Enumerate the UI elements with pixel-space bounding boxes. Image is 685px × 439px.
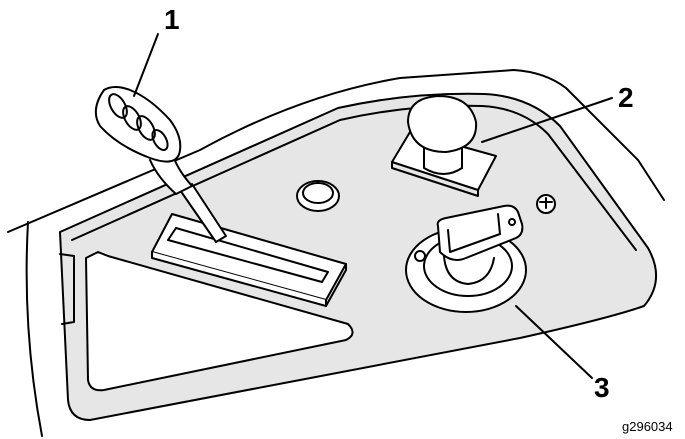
- round-plug: [296, 180, 340, 212]
- callout-3-label: 3: [594, 372, 610, 403]
- choke-knob-base-side: [391, 161, 479, 197]
- round-plug-inner: [302, 182, 334, 204]
- leader-line-3: [515, 305, 593, 379]
- ignition-key-barrel: [443, 255, 495, 285]
- panel-mount-tab: [59, 253, 75, 325]
- throttle-slot: [167, 227, 329, 283]
- callout-2-label: 2: [618, 82, 634, 113]
- ignition-key-hole: [508, 218, 516, 226]
- choke-knob-cap: [407, 95, 478, 153]
- throttle-lever-neck: [149, 151, 193, 195]
- leader-line-1: [133, 33, 159, 97]
- figure-id: g296034: [622, 419, 673, 434]
- panel-screw-slot: [539, 197, 553, 209]
- leader-line-2: [481, 97, 613, 143]
- callout-1-label: 1: [164, 4, 180, 35]
- throttle-slot-plate-edge: [325, 263, 347, 307]
- panel-inner-lip: [71, 104, 637, 251]
- choke-knob-stem: [423, 147, 463, 175]
- ignition-key-head-inner: [447, 213, 501, 253]
- housing-left-edge: [25, 221, 43, 437]
- housing-outline: [7, 69, 665, 233]
- ignition-symbol: [414, 250, 426, 262]
- triangle-recess: [85, 251, 354, 392]
- throttle-lever-shaft: [179, 183, 227, 243]
- ignition-key-head: [436, 204, 524, 261]
- grip-finger-ridge-4: [151, 129, 169, 151]
- throttle-slot-plate-side: [151, 251, 327, 307]
